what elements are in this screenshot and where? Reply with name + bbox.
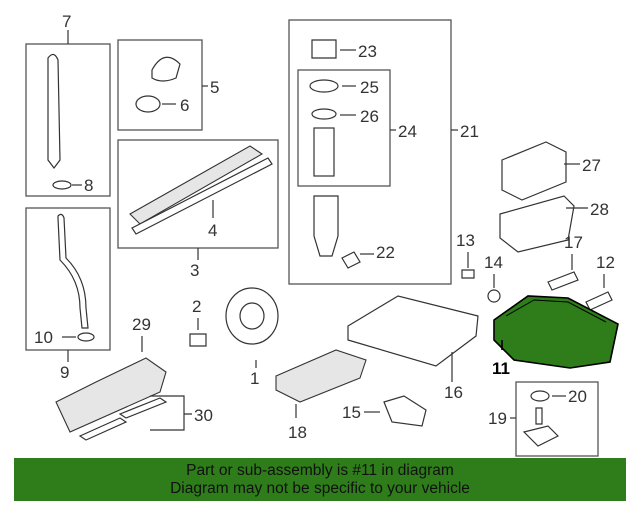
oil-cooler-part-27 [501, 141, 567, 201]
group-flexplate: 1 2 [189, 287, 279, 388]
oil-pan-part-11[interactable] [493, 295, 619, 369]
callout-17[interactable]: 17 [564, 233, 583, 252]
callout-12[interactable]: 12 [596, 253, 615, 272]
bolt-part-2 [189, 333, 207, 347]
group-oil-pan: 11 [492, 295, 619, 378]
callout-1[interactable]: 1 [250, 369, 259, 388]
filter-housing-box [288, 19, 452, 285]
gasket-part-4 [131, 157, 273, 235]
shield-part-15 [383, 395, 427, 427]
valve-cover-part [129, 145, 264, 225]
baffle-part-16 [347, 295, 479, 367]
callout-4[interactable]: 4 [208, 221, 217, 240]
callout-24[interactable]: 24 [398, 122, 417, 141]
gasket-part-30b [118, 397, 168, 419]
filter-housing-part [313, 195, 339, 257]
group-windage-tray: 18 [275, 349, 367, 442]
callout-15[interactable]: 15 [342, 403, 361, 422]
sealant-part-12 [585, 291, 613, 311]
callout-10[interactable]: 10 [34, 328, 53, 347]
callout-27[interactable]: 27 [582, 156, 601, 175]
dipstick-tube-part [57, 213, 89, 329]
group-oil-filter-housing: 21 24 23 25 26 22 [288, 19, 479, 285]
callout-13[interactable]: 13 [456, 231, 475, 250]
sensor-part-22 [341, 251, 361, 269]
callout-18[interactable]: 18 [288, 423, 307, 442]
seal-part-26 [311, 108, 337, 120]
seal-part-6 [135, 95, 161, 113]
callout-23[interactable]: 23 [358, 42, 377, 61]
filler-cap-part [151, 56, 181, 82]
callout-26[interactable]: 26 [360, 107, 379, 126]
callout-19[interactable]: 19 [488, 409, 507, 428]
seal-part-25 [309, 79, 339, 93]
banner-line-1: Part or sub-assembly is #11 in diagram [186, 462, 454, 479]
callout-3[interactable]: 3 [190, 261, 199, 280]
callout-7[interactable]: 7 [62, 12, 71, 31]
group-baffle: 16 [347, 295, 479, 402]
group-oil-sensor: 19 20 [488, 381, 599, 457]
manifold-part-29 [55, 357, 167, 433]
washer-part-14 [487, 289, 501, 303]
oil-sensor-box [515, 381, 599, 457]
oil-pan-detail [505, 299, 607, 323]
callout-6[interactable]: 6 [180, 96, 189, 115]
callout-14[interactable]: 14 [484, 253, 503, 272]
filter-element-box [297, 69, 391, 187]
o-ring-part-8 [52, 180, 72, 190]
tray-part-18 [275, 349, 367, 403]
sealant-part-17 [547, 271, 579, 291]
callout-30[interactable]: 30 [194, 406, 213, 425]
callout-9[interactable]: 9 [60, 363, 69, 382]
callout-28[interactable]: 28 [590, 200, 609, 219]
callout-5[interactable]: 5 [210, 78, 219, 97]
callout-21[interactable]: 21 [460, 122, 479, 141]
callout-20[interactable]: 20 [568, 387, 587, 406]
callout-16[interactable]: 16 [444, 383, 463, 402]
group-drain-plug: 13 14 [456, 231, 503, 303]
o-ring-part-10 [77, 332, 95, 342]
dipstick-upper-box [25, 43, 111, 197]
callout-22[interactable]: 22 [376, 243, 395, 262]
filter-element-part [313, 127, 335, 177]
filter-cap-part-23 [311, 39, 337, 59]
group-intake: 29 30 [55, 315, 213, 441]
banner-line-2: Diagram may not be specific to your vehi… [170, 480, 470, 497]
dipstick-part [47, 53, 61, 169]
gasket-part-28 [499, 195, 575, 253]
sensor-part-19 [522, 425, 560, 447]
group-valve-cover: 3 4 [117, 139, 279, 280]
callout-25[interactable]: 25 [360, 78, 379, 97]
group-oil-cooler: 27 28 [499, 141, 609, 253]
group-shield: 15 [342, 395, 427, 427]
gasket-part-30a [78, 417, 128, 441]
drain-plug-part-13 [461, 269, 475, 279]
group-dipstick-upper: 7 8 [25, 12, 111, 197]
callout-2[interactable]: 2 [192, 297, 201, 316]
group-filler-cap: 5 6 [117, 39, 219, 131]
group-sealant: 17 12 [547, 233, 615, 311]
callout-11[interactable]: 11 [492, 359, 510, 378]
callout-8[interactable]: 8 [84, 176, 93, 195]
sensor-stem [535, 407, 543, 425]
flexplate-hub [239, 302, 265, 330]
filler-cap-box [117, 39, 203, 131]
callout-29[interactable]: 29 [132, 315, 151, 334]
info-banner: Part or sub-assembly is #11 in diagram D… [14, 458, 626, 501]
o-ring-part-20 [530, 390, 550, 402]
group-dipstick-tube: 9 10 [25, 207, 111, 382]
